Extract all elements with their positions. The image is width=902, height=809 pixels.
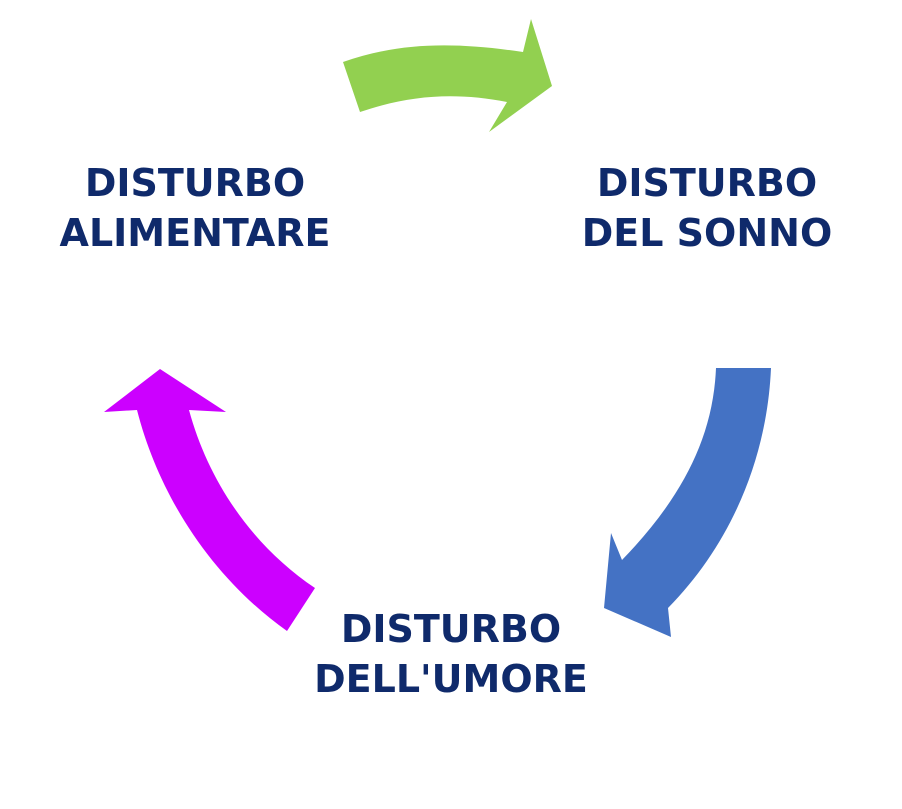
node-alimentare-line2: ALIMENTARE: [59, 211, 331, 255]
arrow-umore-to-alimentare: [104, 369, 315, 631]
node-disturbo-dell-umore: DISTURBO DELL'UMORE: [301, 604, 601, 704]
node-umore-line2: DELL'UMORE: [314, 657, 588, 701]
node-disturbo-del-sonno: DISTURBO DEL SONNO: [557, 158, 857, 258]
arrow-sonno-to-umore: [604, 368, 771, 637]
node-disturbo-alimentare: DISTURBO ALIMENTARE: [45, 158, 345, 258]
arrow-alimentare-to-sonno: [343, 19, 552, 132]
node-umore-line1: DISTURBO: [340, 607, 562, 651]
node-sonno-line2: DEL SONNO: [581, 211, 833, 255]
node-alimentare-line1: DISTURBO: [84, 161, 306, 205]
node-sonno-line1: DISTURBO: [596, 161, 818, 205]
